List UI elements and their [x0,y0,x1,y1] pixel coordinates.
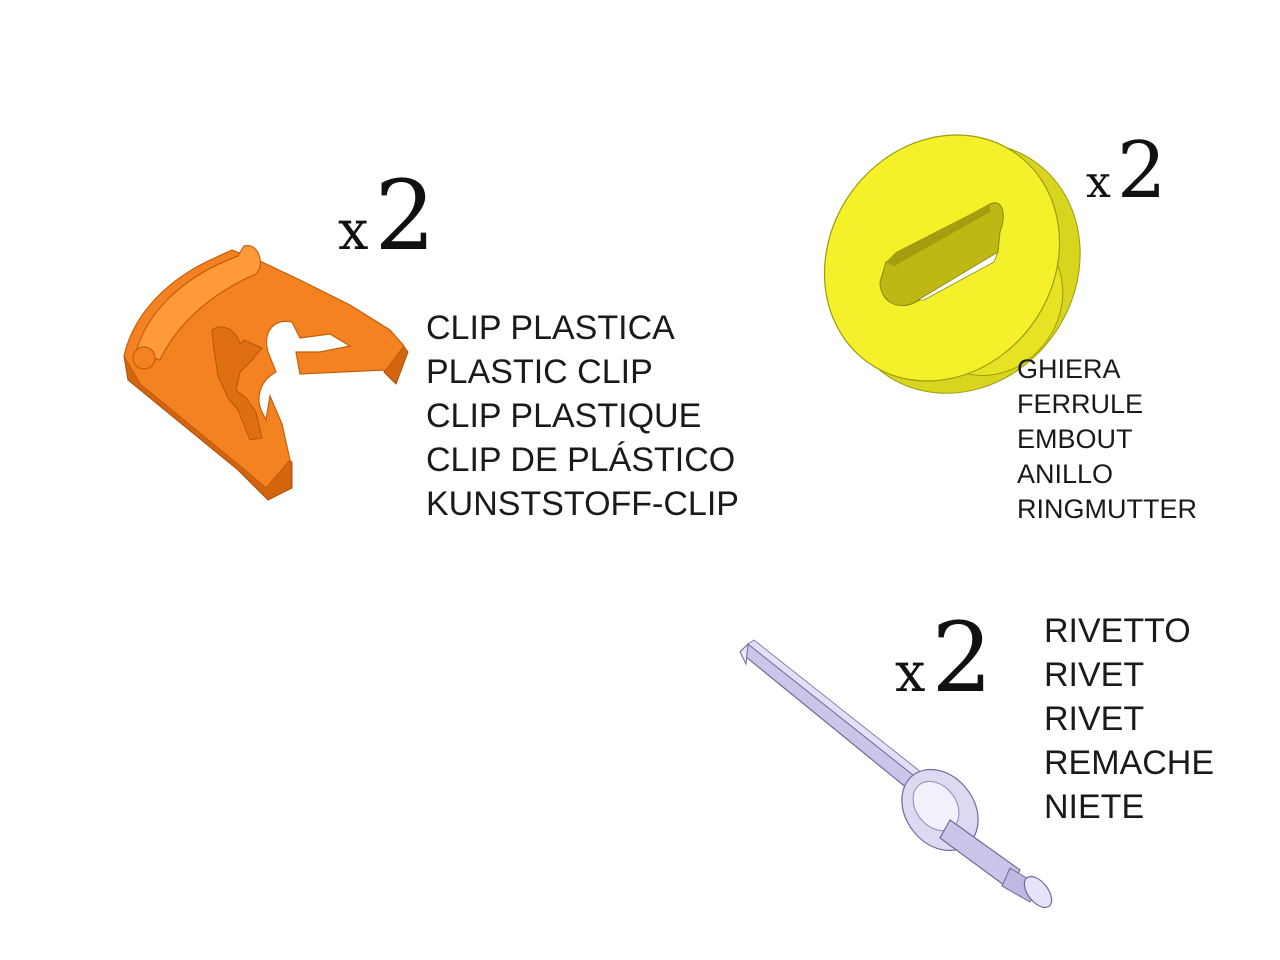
plastic-clip-quantity: x2 [338,168,436,264]
label-it: GHIERA [1017,354,1121,384]
quantity-prefix: x [338,199,369,262]
label-de: NIETE [1044,788,1145,826]
rivet-icon [739,639,1053,909]
label-en: RIVET [1044,656,1145,694]
rivet-quantity: x2 [895,610,993,706]
quantity-value: 2 [374,160,436,272]
quantity-value: 2 [1116,126,1167,216]
plastic-clip-labels: CLIP PLASTICA PLASTIC CLIP CLIP PLASTIQU… [426,306,739,526]
label-es: CLIP DE PLÁSTICO [426,441,736,479]
plastic-clip-icon [123,245,409,501]
label-de: KUNSTSTOFF-CLIP [426,485,739,523]
ferrule-icon [823,134,1081,394]
quantity-value: 2 [931,602,993,714]
quantity-prefix: x [1086,157,1111,208]
ferrule-labels: GHIERA FERRULE EMBOUT ANILLO RINGMUTTER [1017,352,1197,527]
quantity-prefix: x [895,641,926,704]
label-en: FERRULE [1017,389,1144,419]
label-fr: CLIP PLASTIQUE [426,397,702,435]
label-fr: RIVET [1044,700,1145,738]
label-de: RINGMUTTER [1017,494,1197,524]
label-es: ANILLO [1017,459,1114,489]
rivet-labels: RIVETTO RIVET RIVET REMACHE NIETE [1044,609,1214,829]
label-en: PLASTIC CLIP [426,353,653,391]
label-it: RIVETTO [1044,612,1191,650]
label-es: REMACHE [1044,744,1215,782]
label-it: CLIP PLASTICA [426,309,675,347]
ferrule-quantity: x2 [1086,132,1166,210]
label-fr: EMBOUT [1017,424,1133,454]
